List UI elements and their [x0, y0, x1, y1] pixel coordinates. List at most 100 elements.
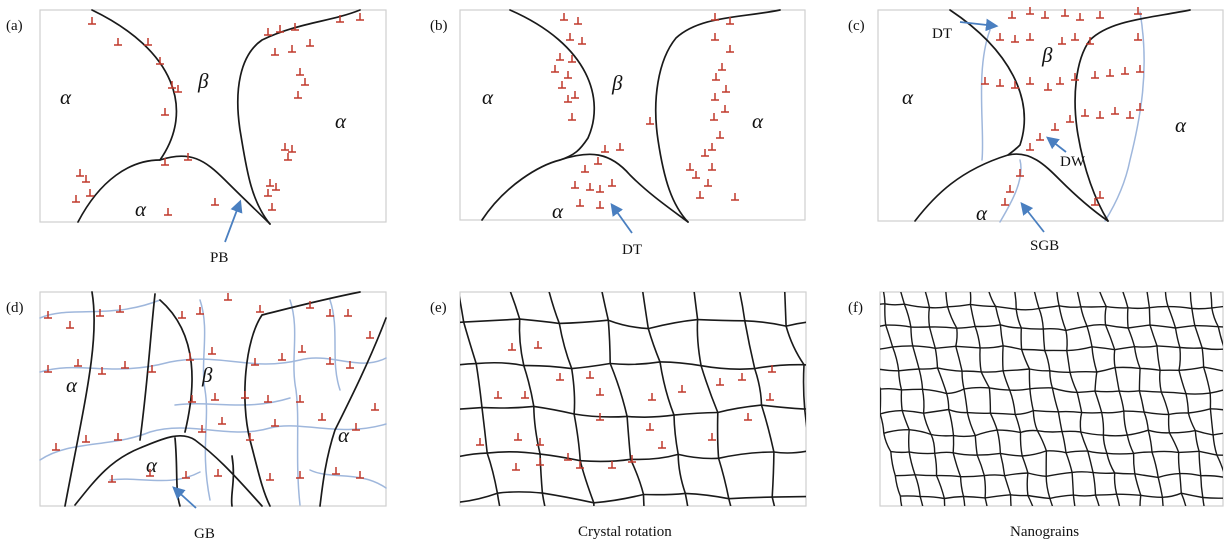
dislocation-t-icon: [1006, 185, 1014, 193]
dislocation-t-icon: [356, 471, 364, 479]
nanograin-network: [880, 292, 1223, 506]
phase-label-alpha: α: [66, 373, 78, 397]
dislocation-t-icon: [768, 365, 776, 373]
dislocation-t-icon: [512, 463, 520, 471]
panel-d-frame: [39, 291, 387, 507]
panel-b-frame: [459, 9, 806, 221]
phase-boundaries: [77, 9, 361, 225]
dislocation-t-icon: [1026, 33, 1034, 41]
dislocation-t-icon: [1096, 11, 1104, 19]
dislocations: [44, 293, 379, 483]
dislocation-t-icon: [268, 203, 276, 211]
dislocation-t-icon: [184, 153, 192, 161]
dislocation-t-icon: [296, 68, 304, 76]
arrow-icon: [172, 486, 197, 509]
dislocation-t-icon: [146, 469, 154, 477]
dislocation-t-icon: [608, 179, 616, 187]
dislocation-t-icon: [251, 358, 259, 366]
dislocation-t-icon: [551, 65, 559, 73]
dislocation-t-icon: [168, 81, 176, 89]
dislocation-t-icon: [566, 33, 574, 41]
phase-label-alpha: α: [752, 109, 764, 133]
dislocation-t-icon: [1011, 35, 1019, 43]
panel-d: (d) α β α α GB: [6, 291, 387, 542]
dislocation-t-icon: [174, 85, 182, 93]
dislocation-t-icon: [711, 93, 719, 101]
arrow-icon: [959, 18, 999, 32]
dislocation-t-icon: [224, 293, 232, 301]
dislocation-t-icon: [44, 311, 52, 319]
dislocation-t-icon: [508, 343, 516, 351]
dislocation-t-icon: [264, 395, 272, 403]
dislocation-t-icon: [648, 393, 656, 401]
dislocation-t-icon: [294, 91, 302, 99]
phase-label-alpha: α: [552, 199, 564, 223]
dislocation-t-icon: [1026, 143, 1034, 151]
dislocation-t-icon: [708, 163, 716, 171]
dislocation-t-icon: [1044, 83, 1052, 91]
dislocation-t-icon: [86, 189, 94, 197]
dislocation-t-icon: [558, 81, 566, 89]
dislocation-t-icon: [246, 433, 254, 441]
dislocation-t-icon: [1111, 107, 1119, 115]
dislocation-t-icon: [82, 175, 90, 183]
dislocation-t-icon: [476, 438, 484, 446]
annotation-dt: DT: [932, 26, 952, 42]
dislocation-t-icon: [560, 13, 568, 21]
dislocation-t-icon: [82, 435, 90, 443]
dislocation-t-icon: [1086, 37, 1094, 45]
dislocation-t-icon: [161, 108, 169, 116]
dislocation-t-icon: [712, 73, 720, 81]
annotation-gb: GB: [194, 526, 215, 542]
dislocation-t-icon: [710, 113, 718, 121]
dislocation-t-icon: [371, 403, 379, 411]
dislocation-t-icon: [596, 201, 604, 209]
panel-a-label: (a): [6, 18, 23, 34]
dislocation-t-icon: [514, 433, 522, 441]
dislocation-t-icon: [1081, 109, 1089, 117]
dislocation-t-icon: [708, 143, 716, 151]
dislocation-t-icon: [1026, 7, 1034, 15]
dislocation-t-icon: [1058, 37, 1066, 45]
dislocation-t-icon: [581, 165, 589, 173]
dislocation-t-icon: [96, 309, 104, 317]
dislocation-t-icon: [144, 38, 152, 46]
dislocation-t-icon: [596, 413, 604, 421]
dislocation-t-icon: [271, 419, 279, 427]
dislocation-t-icon: [576, 461, 584, 469]
dislocation-t-icon: [241, 391, 249, 399]
dislocation-t-icon: [711, 13, 719, 21]
dislocation-t-icon: [1061, 9, 1069, 17]
dislocation-t-icon: [306, 301, 314, 309]
dislocation-t-icon: [596, 388, 604, 396]
dislocation-t-icon: [596, 185, 604, 193]
dislocation-t-icon: [366, 331, 374, 339]
dislocation-t-icon: [556, 373, 564, 381]
dislocation-t-icon: [284, 153, 292, 161]
dislocation-t-icon: [1091, 71, 1099, 79]
dislocation-t-icon: [161, 158, 169, 166]
dislocation-t-icon: [721, 105, 729, 113]
arrow-icon: [224, 199, 243, 243]
dislocation-t-icon: [326, 357, 334, 365]
dislocation-t-icon: [52, 443, 60, 451]
dislocation-t-icon: [996, 33, 1004, 41]
subgrain-boundaries: [39, 299, 387, 506]
dislocation-t-icon: [44, 365, 52, 373]
phase-label-beta: β: [197, 69, 209, 93]
dislocation-t-icon: [256, 305, 264, 313]
panel-d-label: (d): [6, 300, 24, 316]
dislocation-t-icon: [114, 433, 122, 441]
dislocation-t-icon: [276, 25, 284, 33]
dislocation-t-icon: [318, 413, 326, 421]
dislocation-t-icon: [156, 57, 164, 65]
dislocation-t-icon: [188, 395, 196, 403]
dislocation-t-icon: [722, 85, 730, 93]
dislocation-t-icon: [726, 45, 734, 53]
dislocation-t-icon: [108, 475, 116, 483]
dislocation-t-icon: [576, 199, 584, 207]
dislocation-t-icon: [738, 373, 746, 381]
panel-a-frame: [39, 9, 387, 223]
phase-label-alpha: α: [976, 201, 988, 225]
dislocation-t-icon: [296, 395, 304, 403]
